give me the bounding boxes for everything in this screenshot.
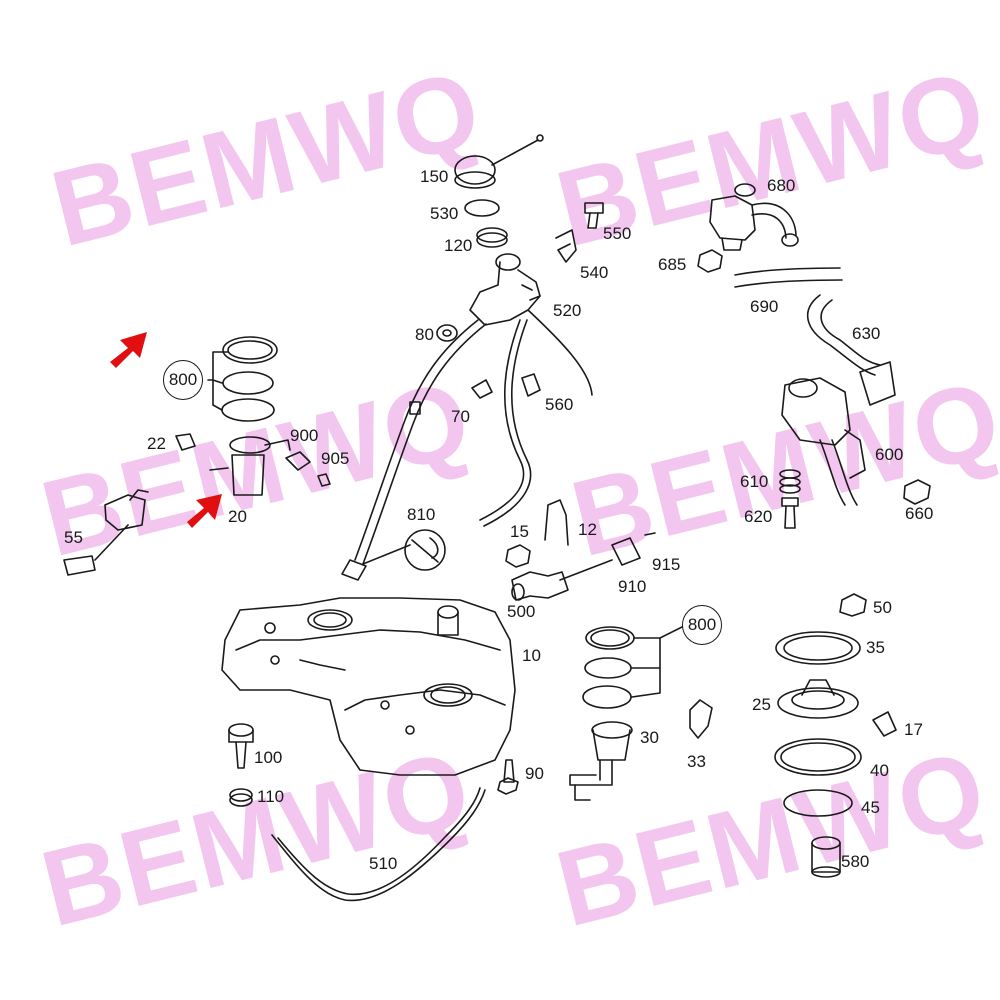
part-tube-clip (409, 401, 421, 415)
label-905: 905 (321, 449, 350, 468)
part-550-bolt (584, 202, 604, 229)
part-120-ring (476, 227, 508, 248)
label-50: 50 (873, 598, 892, 617)
part-30-filter (569, 721, 633, 801)
label-80: 80 (415, 325, 434, 344)
part-800-ring-set-right (582, 624, 687, 709)
label-580: 580 (841, 852, 870, 871)
label-150: 150 (420, 167, 449, 186)
label-45: 45 (861, 798, 880, 817)
label-40: 40 (870, 761, 889, 780)
label-10: 10 (522, 646, 541, 665)
part-22-clip (175, 433, 196, 451)
part-580-filter (811, 836, 841, 878)
label-110: 110 (257, 787, 285, 806)
part-12-clip (544, 499, 569, 546)
part-810-wrench-icon (404, 529, 446, 571)
callout-800-left: 800 (163, 360, 203, 400)
label-600: 600 (875, 445, 904, 464)
part-90-bolt (497, 759, 519, 795)
part-100-valve (228, 723, 254, 769)
part-17-clip (872, 711, 897, 737)
label-630: 630 (852, 324, 881, 343)
part-600-canister (781, 377, 866, 506)
label-610: 610 (740, 472, 769, 491)
label-915: 915 (652, 555, 681, 574)
part-10-fuel-tank (221, 597, 516, 776)
label-55: 55 (64, 528, 83, 547)
part-25-flange (777, 679, 859, 719)
part-905-plug (285, 451, 311, 471)
label-530: 530 (430, 204, 459, 223)
label-680: 680 (767, 176, 796, 195)
part-540-clip (555, 229, 577, 263)
label-35: 35 (866, 638, 885, 657)
part-500-sensor (511, 571, 569, 601)
label-620: 620 (744, 507, 773, 526)
label-690: 690 (750, 297, 779, 316)
part-15-nut (505, 544, 531, 568)
label-30: 30 (640, 728, 659, 747)
label-810: 810 (407, 505, 436, 524)
label-900: 900 (290, 426, 319, 445)
label-120: 120 (444, 236, 473, 255)
label-100: 100 (254, 748, 283, 767)
part-80-grommet (436, 324, 458, 342)
label-90: 90 (525, 764, 544, 783)
part-35-lock-ring (775, 631, 861, 665)
part-560-clip (521, 373, 541, 397)
label-25: 25 (752, 695, 771, 714)
label-910: 910 (618, 577, 647, 596)
part-55-sensor (63, 489, 149, 576)
part-40-seal (774, 738, 862, 776)
part-33-connector (689, 699, 713, 739)
label-33: 33 (687, 752, 706, 771)
label-520: 520 (553, 301, 582, 320)
part-510-strap (271, 789, 486, 902)
label-15: 15 (510, 522, 529, 541)
part-520-filler-neck (341, 253, 593, 581)
part-910-clip-small (317, 473, 331, 487)
part-20-pump-module (209, 436, 291, 496)
part-45-oring (783, 789, 853, 817)
label-17: 17 (904, 720, 923, 739)
part-690-hose (734, 267, 843, 288)
part-915-pin (644, 532, 656, 536)
label-22: 22 (147, 434, 166, 453)
part-50-nut (839, 593, 867, 617)
label-540: 540 (580, 263, 609, 282)
part-660-nut (903, 479, 931, 505)
label-12: 12 (578, 520, 597, 539)
red-arrow-lower-icon (187, 494, 222, 528)
label-510: 510 (369, 854, 398, 873)
part-910-connector (611, 537, 641, 566)
part-630-hose (806, 294, 881, 376)
part-110-grommet (229, 788, 253, 807)
part-685-nut (697, 249, 723, 273)
part-800-ring-set-left (207, 336, 278, 422)
part-620-bolt (781, 497, 799, 529)
label-500: 500 (507, 602, 536, 621)
label-660: 660 (905, 504, 934, 523)
part-70-grommet (471, 379, 493, 399)
part-680-valve (709, 183, 799, 251)
label-70: 70 (451, 407, 470, 426)
label-685: 685 (658, 255, 687, 274)
label-550: 550 (603, 224, 632, 243)
label-560: 560 (545, 395, 574, 414)
red-arrow-upper-icon (110, 332, 147, 368)
part-530-seal (464, 199, 500, 217)
label-20: 20 (228, 507, 247, 526)
part-610-grommet (779, 469, 801, 494)
part-150-cap (454, 134, 544, 189)
callout-800-right: 800 (682, 605, 722, 645)
